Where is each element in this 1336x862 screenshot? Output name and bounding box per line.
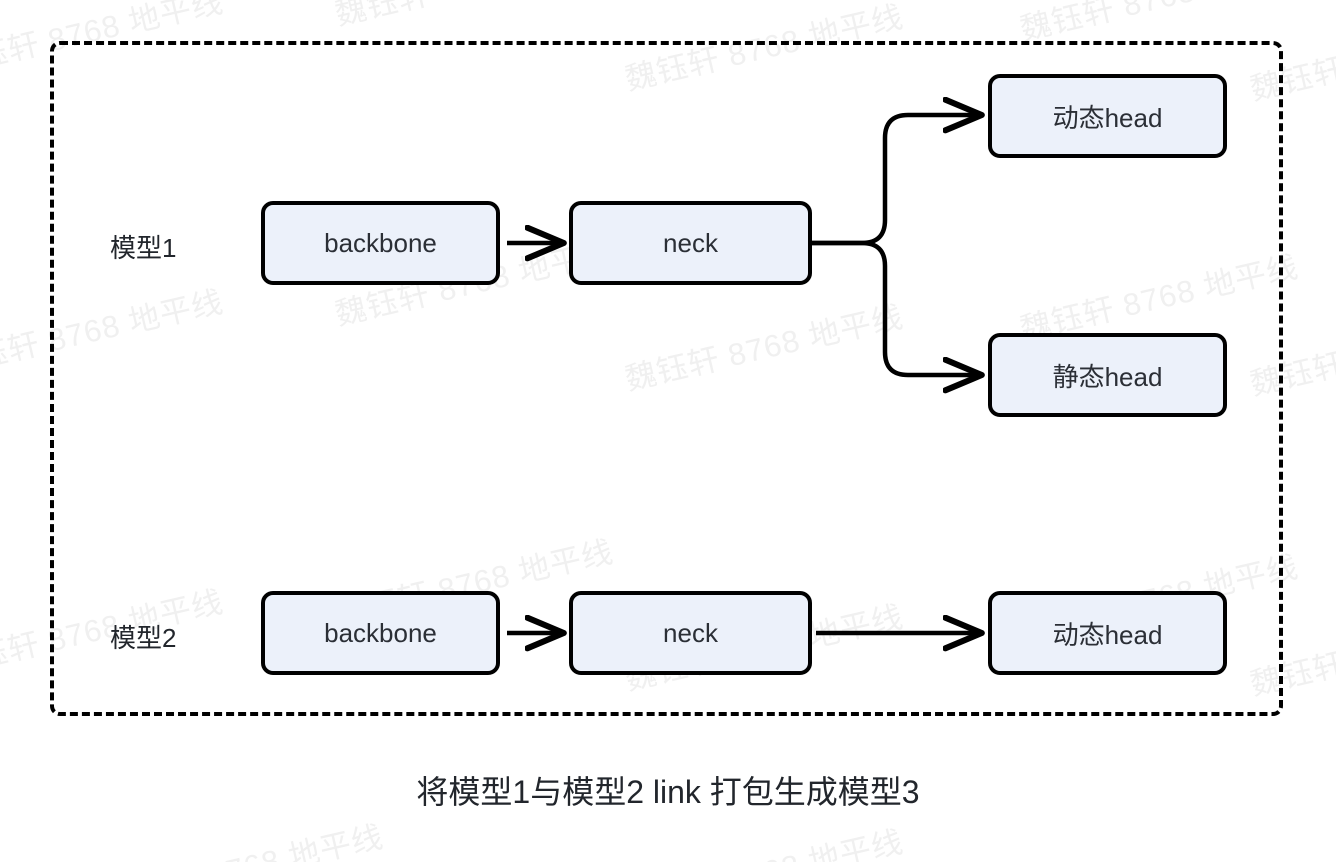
node-m1-dynamic-head[interactable]: 动态head — [988, 74, 1227, 158]
node-m2-neck[interactable]: neck — [569, 591, 812, 675]
node-m1-neck[interactable]: neck — [569, 201, 812, 285]
watermark-text: 魏钰轩 8768 地平线 — [620, 816, 907, 862]
watermark-text: 魏钰轩 8768 地平线 — [330, 0, 617, 34]
node-m2-backbone[interactable]: backbone — [261, 591, 500, 675]
row-label-model-2: 模型2 — [110, 623, 177, 653]
node-m2-dynamic-head[interactable]: 动态head — [988, 591, 1227, 675]
diagram-caption: 将模型1与模型2 link 打包生成模型3 — [416, 774, 920, 810]
model-group-dashed-container — [50, 41, 1283, 716]
node-m1-backbone[interactable]: backbone — [261, 201, 500, 285]
row-label-model-1: 模型1 — [110, 233, 177, 263]
node-m1-static-head[interactable]: 静态head — [988, 333, 1227, 417]
watermark-text: 魏钰轩 8768 地平线 — [100, 811, 387, 862]
